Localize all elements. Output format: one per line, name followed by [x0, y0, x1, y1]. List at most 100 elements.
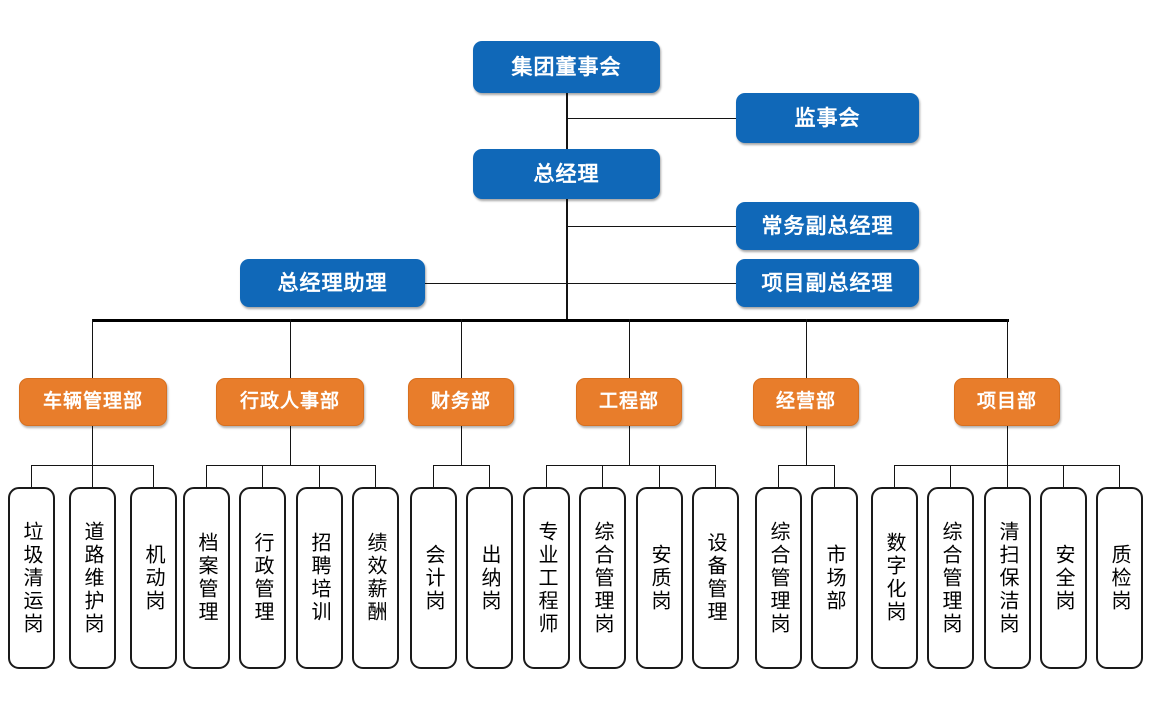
node-department-admin-hr-label: 行政人事部	[239, 390, 340, 413]
node-general-manager-assistant-label: 总经理助理	[277, 270, 388, 295]
post-box-project-2[interactable]: 综合管理岗	[927, 487, 974, 669]
node-supervisory-board-label: 监事会	[794, 105, 861, 130]
post-label-engineering-3: 安质岗	[648, 543, 672, 613]
post-box-engineering-4[interactable]: 设备管理	[692, 487, 739, 669]
node-supervisory-board[interactable]: 监事会	[736, 93, 919, 143]
connector-bus-drop-vehicle	[92, 319, 93, 378]
node-board-of-directors[interactable]: 集团董事会	[473, 41, 660, 93]
post-label-finance-2: 出纳岗	[478, 543, 502, 613]
post-box-project-4[interactable]: 安全岗	[1040, 487, 1087, 669]
connector-project-stem	[1007, 426, 1008, 465]
node-department-operations[interactable]: 经营部	[753, 378, 859, 426]
post-box-engineering-1[interactable]: 专业工程师	[523, 487, 570, 669]
post-label-adminhr-1: 档案管理	[195, 532, 219, 624]
connector-operations-drop-1	[778, 465, 779, 487]
post-label-engineering-1: 专业工程师	[535, 520, 559, 636]
post-label-adminhr-4: 绩效薪酬	[364, 532, 388, 624]
connector-operations-bar	[778, 465, 835, 466]
node-department-engineering-label: 工程部	[598, 390, 659, 413]
post-label-project-5: 质检岗	[1108, 543, 1132, 613]
connector-finance-stem	[461, 426, 462, 465]
connector-vehicle-stem	[92, 426, 93, 465]
connector-adminhr-drop-3	[319, 465, 320, 487]
connector-trunk-to-exec-vice-gm	[566, 226, 737, 227]
post-label-engineering-2: 综合管理岗	[591, 520, 615, 636]
node-general-manager[interactable]: 总经理	[473, 149, 660, 199]
node-general-manager-assistant[interactable]: 总经理助理	[240, 259, 425, 307]
connector-project-drop-2	[950, 465, 951, 487]
node-department-finance-label: 财务部	[430, 390, 491, 413]
post-box-finance-1[interactable]: 会计岗	[410, 487, 457, 669]
post-label-vehicle-3: 机动岗	[142, 543, 166, 613]
node-board-of-directors-label: 集团董事会	[511, 54, 622, 79]
post-box-adminhr-2[interactable]: 行政管理	[239, 487, 286, 669]
post-label-vehicle-1: 垃圾清运岗	[20, 520, 44, 636]
node-department-operations-label: 经营部	[775, 390, 836, 413]
post-box-operations-2[interactable]: 市场部	[811, 487, 858, 669]
connector-gm-main-trunk	[566, 199, 568, 320]
node-department-admin-hr[interactable]: 行政人事部	[216, 378, 364, 426]
post-label-project-3: 清扫保洁岗	[996, 520, 1020, 636]
connector-vehicle-drop-2	[92, 465, 93, 487]
connector-bus-drop-operations	[806, 319, 807, 378]
node-executive-vice-general-manager-label: 常务副总经理	[761, 213, 894, 238]
connector-operations-drop-2	[834, 465, 835, 487]
connector-finance-drop-1	[433, 465, 434, 487]
node-executive-vice-general-manager[interactable]: 常务副总经理	[736, 202, 919, 250]
connector-bus-drop-engineering	[629, 319, 630, 378]
node-department-project[interactable]: 项目部	[954, 378, 1060, 426]
connector-finance-drop-2	[489, 465, 490, 487]
connector-engineering-bar	[546, 465, 715, 466]
post-label-vehicle-2: 道路维护岗	[81, 520, 105, 636]
connector-engineering-drop-3	[659, 465, 660, 487]
connector-gm-trunk-to-supervisory	[566, 118, 737, 119]
connector-adminhr-drop-4	[375, 465, 376, 487]
connector-vehicle-drop-3	[153, 465, 154, 487]
post-label-project-4: 安全岗	[1052, 543, 1076, 613]
connector-finance-bar	[433, 465, 490, 466]
post-box-vehicle-3[interactable]: 机动岗	[130, 487, 177, 669]
node-department-vehicle-label: 车辆管理部	[42, 390, 143, 413]
connector-adminhr-drop-1	[206, 465, 207, 487]
connector-engineering-stem	[629, 426, 630, 465]
post-box-adminhr-4[interactable]: 绩效薪酬	[352, 487, 399, 669]
post-box-vehicle-1[interactable]: 垃圾清运岗	[8, 487, 55, 669]
connector-bus-drop-finance	[461, 319, 462, 378]
post-label-adminhr-3: 招聘培训	[308, 532, 332, 624]
post-box-project-1[interactable]: 数字化岗	[871, 487, 918, 669]
node-department-engineering[interactable]: 工程部	[576, 378, 682, 426]
connector-project-drop-1	[894, 465, 895, 487]
post-label-operations-2: 市场部	[823, 543, 847, 613]
post-box-vehicle-2[interactable]: 道路维护岗	[69, 487, 116, 669]
connector-trunk-to-project-vice-gm	[566, 283, 737, 284]
connector-vehicle-drop-1	[31, 465, 32, 487]
post-box-adminhr-1[interactable]: 档案管理	[183, 487, 230, 669]
node-department-vehicle[interactable]: 车辆管理部	[19, 378, 167, 426]
post-box-project-5[interactable]: 质检岗	[1096, 487, 1143, 669]
post-box-engineering-2[interactable]: 综合管理岗	[579, 487, 626, 669]
connector-department-bus	[92, 319, 1009, 322]
connector-bus-drop-admin-hr	[290, 319, 291, 378]
connector-bus-drop-project	[1007, 319, 1008, 378]
post-box-adminhr-3[interactable]: 招聘培训	[296, 487, 343, 669]
post-box-project-3[interactable]: 清扫保洁岗	[984, 487, 1031, 669]
post-label-project-2: 综合管理岗	[939, 520, 963, 636]
post-label-finance-1: 会计岗	[422, 543, 446, 613]
post-box-operations-1[interactable]: 综合管理岗	[755, 487, 802, 669]
post-label-adminhr-2: 行政管理	[251, 532, 275, 624]
post-label-project-1: 数字化岗	[883, 532, 907, 624]
connector-adminhr-stem	[290, 426, 291, 465]
node-project-vice-general-manager[interactable]: 项目副总经理	[736, 259, 919, 307]
node-department-finance[interactable]: 财务部	[408, 378, 514, 426]
node-project-vice-general-manager-label: 项目副总经理	[761, 270, 894, 295]
connector-adminhr-bar	[206, 465, 375, 466]
connector-operations-stem	[806, 426, 807, 465]
connector-board-to-gm	[566, 93, 568, 149]
connector-engineering-drop-1	[546, 465, 547, 487]
post-label-operations-1: 综合管理岗	[767, 520, 791, 636]
post-box-finance-2[interactable]: 出纳岗	[466, 487, 513, 669]
node-department-project-label: 项目部	[976, 390, 1037, 413]
connector-engineering-drop-4	[715, 465, 716, 487]
post-box-engineering-3[interactable]: 安质岗	[636, 487, 683, 669]
